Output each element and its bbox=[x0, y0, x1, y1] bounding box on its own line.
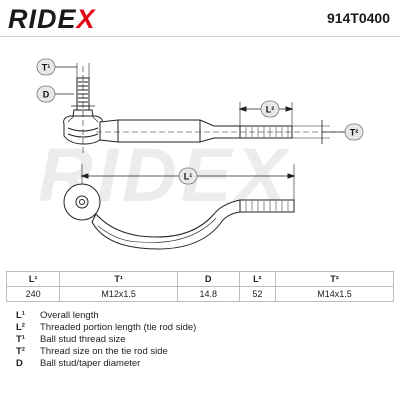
badge-l1: L¹ bbox=[178, 167, 198, 185]
legend-key: T² bbox=[16, 346, 25, 357]
svg-text:T¹: T¹ bbox=[42, 63, 51, 73]
legend-key: L¹ bbox=[16, 310, 25, 321]
legend-item: L² Threaded portion length (tie rod side… bbox=[16, 322, 196, 334]
header: RIDEX 914T0400 bbox=[0, 0, 400, 37]
dimension-legend: L¹ Overall length L² Threaded portion le… bbox=[16, 310, 196, 370]
tie-rod-thread bbox=[239, 125, 293, 139]
legend-text: Threaded portion length (tie rod side) bbox=[40, 322, 197, 333]
svg-text:D: D bbox=[43, 90, 50, 100]
legend-key: D bbox=[16, 358, 23, 369]
legend-item: L¹ Overall length bbox=[16, 310, 196, 322]
specs-value-t1: M12x1.5 bbox=[59, 286, 179, 302]
specs-value-l1: 240 bbox=[5, 286, 61, 302]
tie-rod-end-drawing: T¹ D L² T² L¹ bbox=[36, 58, 364, 250]
specs-header-d: D bbox=[177, 271, 240, 287]
legend-text: Thread size on the tie rod side bbox=[40, 346, 168, 357]
specs-header-row: L¹ T¹ D L² T² bbox=[5, 271, 394, 287]
legend-key: T¹ bbox=[16, 334, 25, 345]
svg-text:T²: T² bbox=[350, 128, 359, 138]
legend-key: L² bbox=[16, 322, 25, 333]
ball-joint-eye bbox=[63, 183, 101, 221]
legend-text: Overall length bbox=[40, 310, 99, 321]
legend-text: Ball stud thread size bbox=[40, 334, 126, 345]
legend-item: D Ball stud/taper diameter bbox=[16, 358, 196, 370]
specs-header-t2: T² bbox=[275, 271, 394, 287]
badge-t1: T¹ bbox=[36, 58, 56, 76]
badge-t2: T² bbox=[344, 123, 364, 141]
specs-header-t1: T¹ bbox=[59, 271, 179, 287]
specs-header-l1: L¹ bbox=[5, 271, 61, 287]
specs-value-t2: M14x1.5 bbox=[275, 286, 394, 302]
svg-text:L²: L² bbox=[266, 105, 275, 115]
tie-rod-thread-top-view bbox=[239, 199, 295, 213]
specs-table: L¹ T¹ D L² T² 240 M12x1.5 14.8 52 M14x1.… bbox=[5, 271, 394, 302]
specs-value-row: 240 M12x1.5 14.8 52 M14x1.5 bbox=[5, 286, 394, 302]
specs-value-l2: 52 bbox=[238, 286, 277, 302]
technical-drawing: RIDEX bbox=[0, 36, 400, 270]
tie-rod-end-body bbox=[99, 119, 241, 143]
part-number: 914T0400 bbox=[326, 10, 390, 26]
legend-text: Ball stud/taper diameter bbox=[40, 358, 141, 369]
legend-item: T¹ Ball stud thread size bbox=[16, 334, 196, 346]
badge-l2: L² bbox=[260, 100, 280, 118]
svg-text:L¹: L¹ bbox=[184, 172, 193, 182]
legend-item: T² Thread size on the tie rod side bbox=[16, 346, 196, 358]
brand-logo: RIDEX bbox=[8, 4, 96, 34]
specs-header-l2: L² bbox=[238, 271, 277, 287]
specs-value-d: 14.8 bbox=[177, 286, 240, 302]
badge-d: D bbox=[36, 85, 56, 103]
